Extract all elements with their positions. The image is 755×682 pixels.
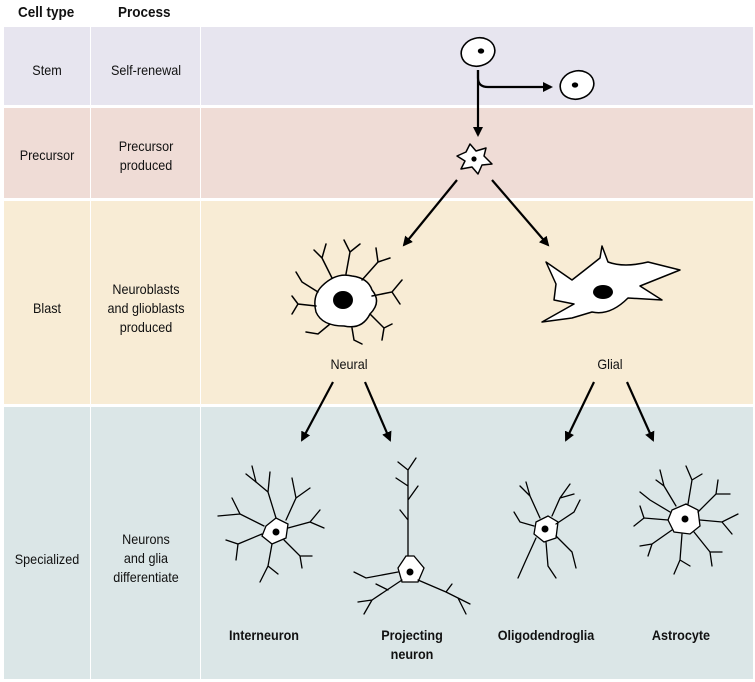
projecting-neuron-text: Projecting neuron <box>381 627 443 662</box>
stem-daughter-icon <box>559 69 595 101</box>
specialized-cell-type: Specialized <box>14 551 80 567</box>
to-oligo-arrow <box>564 381 595 442</box>
stem-process: Self-renewal <box>110 62 182 78</box>
precursor-cell-type: Precursor <box>19 147 75 163</box>
interneuron-label: Interneuron <box>228 627 300 643</box>
astrocyte-label: Astrocyte <box>651 627 711 643</box>
precursor-process-text: Precursor produced <box>118 138 174 173</box>
stem-cell-type: Stem <box>32 62 62 78</box>
blast-process-text: Neuroblasts and glioblasts produced <box>107 281 185 335</box>
precursor-process: Precursor produced <box>97 137 194 175</box>
oligodendroglia-label: Oligodendroglia <box>497 627 595 643</box>
cell-type-header: Cell type <box>18 4 75 21</box>
projecting-neuron-label: Projecting neuron <box>354 626 471 664</box>
specialized-process: Neurons and glia differentiate <box>97 530 194 587</box>
row-specialized <box>4 407 753 679</box>
astrocyte-icon <box>633 465 739 575</box>
to-projecting-arrow <box>363 381 392 442</box>
stem-cell-icon <box>460 36 496 68</box>
glioblast-icon <box>541 245 681 323</box>
row-blast <box>4 201 753 404</box>
to-neural-arrow <box>402 179 458 247</box>
oligodendroglia-icon <box>513 481 581 579</box>
process-header: Process <box>118 4 171 21</box>
to-interneuron-arrow <box>301 381 334 442</box>
self-renewal-arrow <box>476 70 553 92</box>
to-astrocyte-arrow <box>625 381 655 442</box>
to-glial-arrow <box>491 179 550 247</box>
row-precursor <box>4 108 753 198</box>
specialized-process-text: Neurons and glia differentiate <box>113 531 179 585</box>
interneuron-icon <box>217 465 325 583</box>
blast-cell-type: Blast <box>32 300 62 316</box>
row-stem <box>4 27 753 105</box>
blast-process: Neuroblasts and glioblasts produced <box>97 280 194 337</box>
neuroblast-icon <box>291 239 403 345</box>
projecting-neuron-icon <box>353 457 471 615</box>
glial-label: Glial <box>597 356 623 372</box>
neural-label: Neural <box>330 356 368 372</box>
precursor-cell-icon <box>456 143 493 175</box>
